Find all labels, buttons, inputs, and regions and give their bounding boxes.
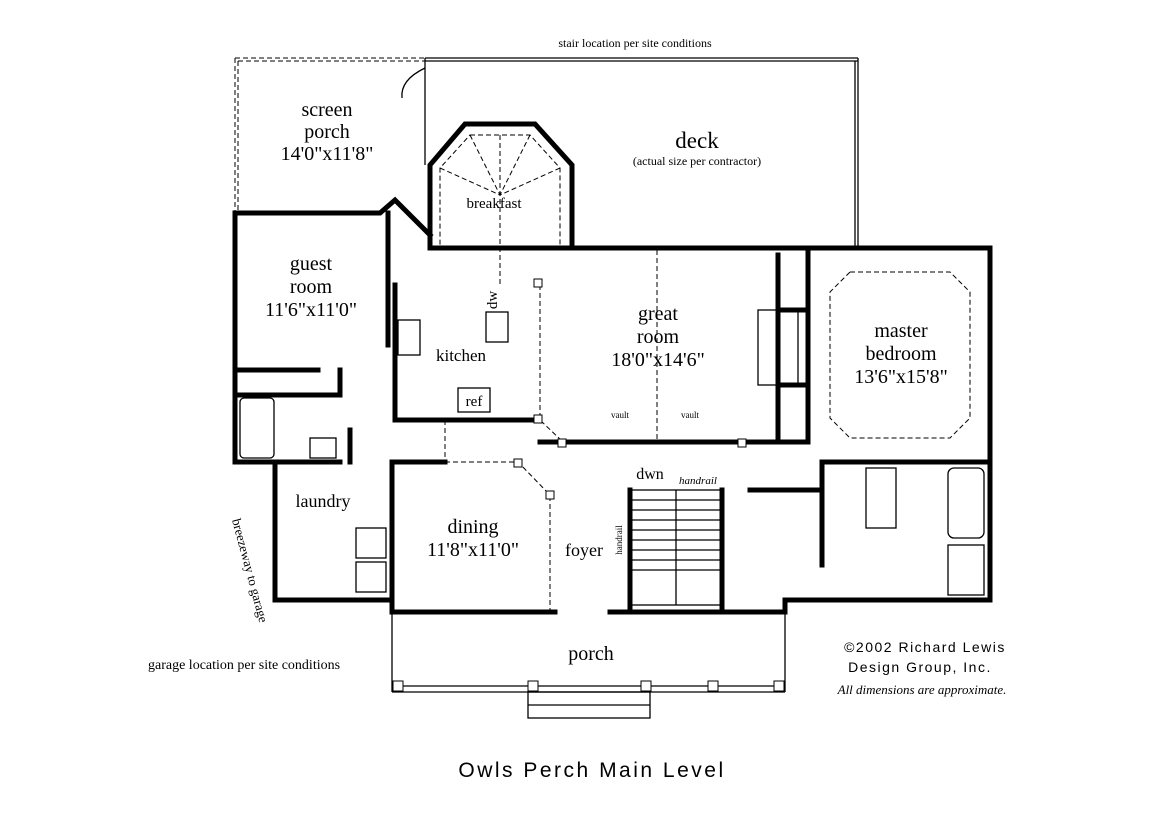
- fixtures: [239, 311, 985, 596]
- laundry-label: laundry: [296, 491, 351, 511]
- dashed-openings: [444, 250, 658, 612]
- stairs-down-label: dwn: [636, 466, 664, 483]
- deck-outline: [425, 57, 859, 248]
- breakfast-label: breakfast: [467, 196, 523, 212]
- dishwasher-label: dw: [485, 291, 501, 310]
- porch-outline: [391, 612, 786, 719]
- kitchen-label: kitchen: [436, 346, 487, 365]
- deck-label: deck: [675, 128, 719, 153]
- foyer-handrail-label: handrail: [614, 525, 624, 555]
- copyright-line-1: ©2002 Richard Lewis: [844, 639, 1006, 655]
- columns: [513, 278, 747, 500]
- vault-label-left: vault: [611, 410, 629, 420]
- dimensions-note: All dimensions are approximate.: [837, 682, 1007, 697]
- stairs-handrail-label: handrail: [679, 475, 717, 487]
- screen-porch-outline: [234, 57, 426, 213]
- copyright-line-2: Design Group, Inc.: [848, 659, 992, 675]
- breezeway-note: breezeway to garage: [229, 517, 271, 624]
- vault-label-right: vault: [681, 410, 699, 420]
- tray-ceiling: [829, 271, 971, 439]
- foyer-label: foyer: [565, 540, 603, 560]
- refrigerator-label: ref: [466, 394, 483, 410]
- staircase: [629, 489, 723, 606]
- stair-location-note: stair location per site conditions: [558, 36, 712, 50]
- plan-title: Owls Perch Main Level: [458, 759, 725, 782]
- exterior-walls: [232, 196, 993, 615]
- garage-location-note: garage location per site conditions: [148, 658, 340, 673]
- deck-size-note: (actual size per contractor): [633, 154, 761, 168]
- porch-label: porch: [568, 643, 614, 665]
